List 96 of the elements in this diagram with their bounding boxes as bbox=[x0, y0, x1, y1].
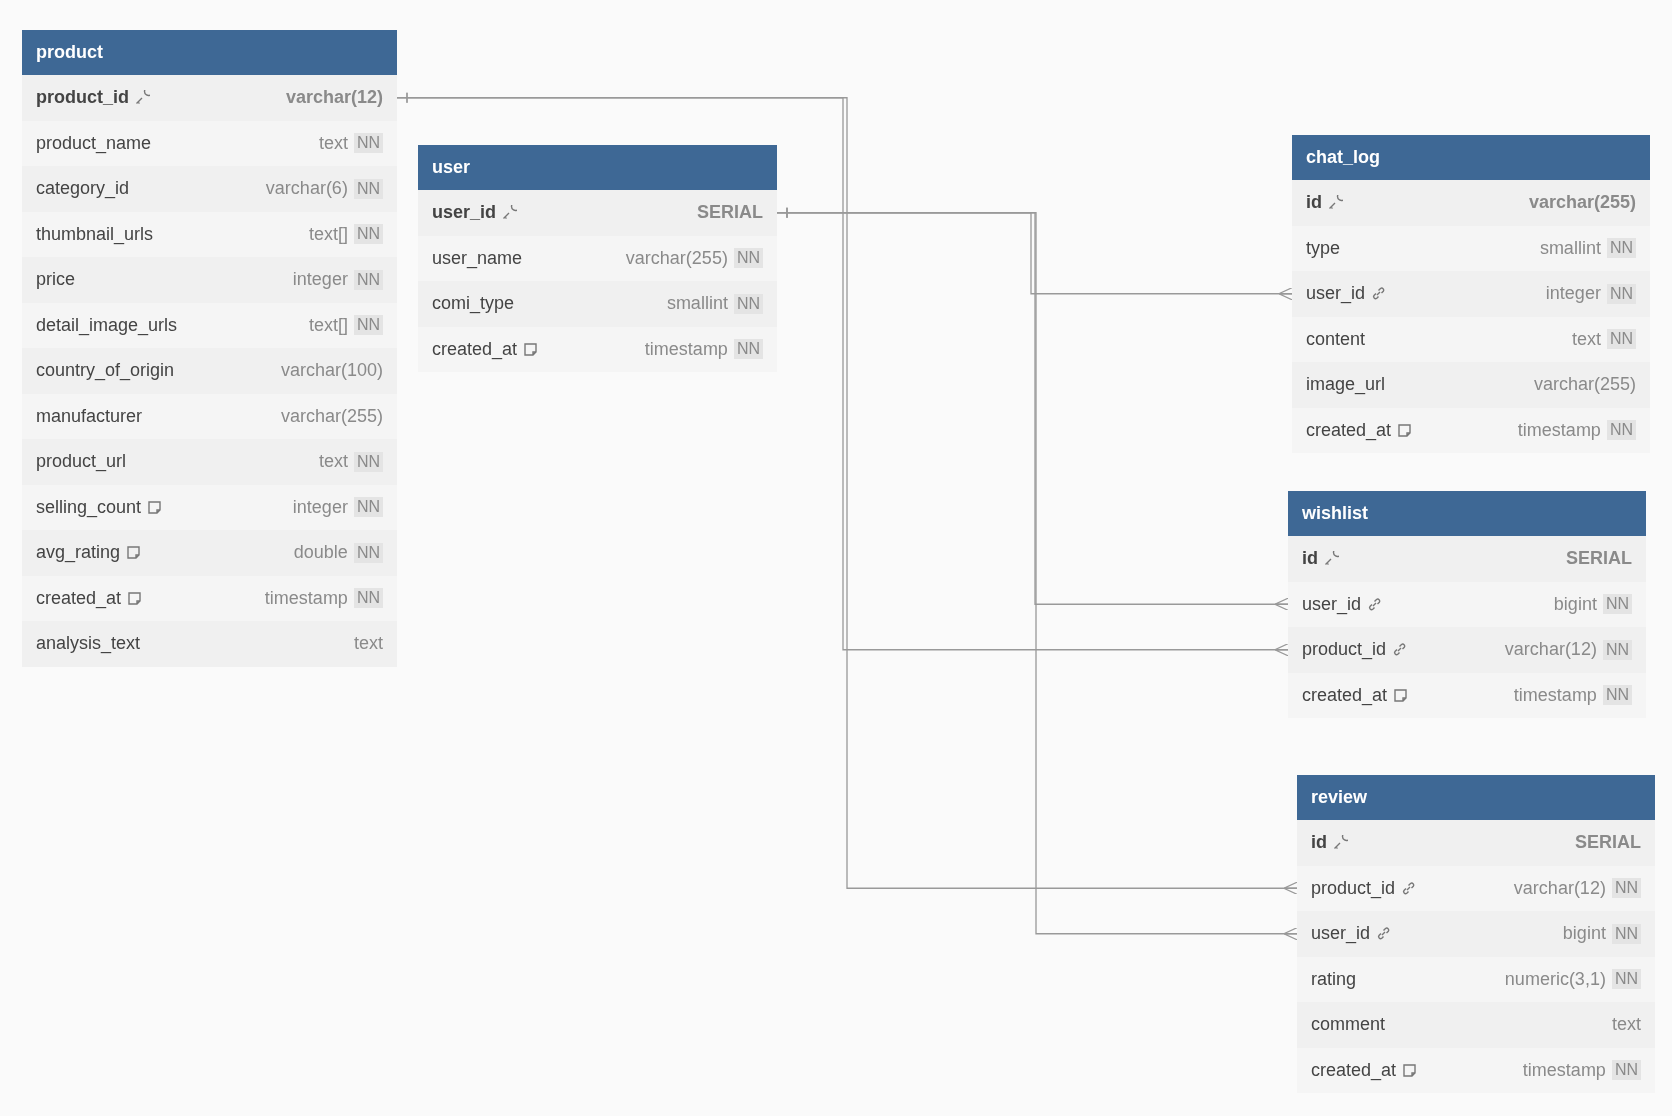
field-type: smallint bbox=[1539, 237, 1601, 259]
not-null-badge: NN bbox=[353, 451, 383, 472]
field-name: id bbox=[1302, 548, 1318, 570]
field-name: product_name bbox=[36, 132, 152, 154]
field-name: image_url bbox=[1306, 374, 1386, 396]
field-type: SERIAL bbox=[1566, 548, 1632, 570]
field-type: text[] bbox=[308, 314, 348, 336]
field-type: text bbox=[1612, 1014, 1641, 1036]
field-type: bigint bbox=[1553, 593, 1597, 615]
field-type: SERIAL bbox=[1575, 832, 1641, 854]
field-name: product_id bbox=[36, 87, 129, 109]
field-name: comment bbox=[1311, 1014, 1386, 1036]
field-type: smallint bbox=[666, 293, 728, 315]
not-null-badge: NN bbox=[1606, 329, 1636, 350]
not-null-badge: NN bbox=[353, 133, 383, 154]
field-name: user_id bbox=[1306, 283, 1366, 305]
table-header: review bbox=[1297, 775, 1655, 820]
not-null-badge: NN bbox=[353, 178, 383, 199]
table-header: product bbox=[22, 30, 397, 75]
field-name: type bbox=[1306, 237, 1341, 259]
table-header: wishlist bbox=[1288, 491, 1646, 536]
field-name: rating bbox=[1311, 968, 1357, 990]
not-null-badge: NN bbox=[1611, 923, 1641, 944]
field-type: SERIAL bbox=[697, 202, 763, 224]
field-type: varchar(12) bbox=[285, 87, 383, 109]
table-header: chat_log bbox=[1292, 135, 1650, 180]
field-type: varchar(6) bbox=[265, 178, 348, 200]
field-type: varchar(12) bbox=[1513, 877, 1606, 899]
not-null-badge: NN bbox=[1611, 1060, 1641, 1081]
field-name: detail_image_urls bbox=[36, 314, 178, 336]
not-null-badge: NN bbox=[733, 293, 763, 314]
field-name: created_at bbox=[432, 338, 518, 360]
field-name: user_id bbox=[1311, 923, 1371, 945]
field-name: product_url bbox=[36, 451, 127, 473]
field-type: varchar(255) bbox=[1528, 192, 1636, 214]
not-null-badge: NN bbox=[733, 339, 763, 360]
field-type: timestamp bbox=[1522, 1059, 1606, 1081]
field-name: user_id bbox=[432, 202, 497, 224]
field-type: numeric(3,1) bbox=[1504, 968, 1606, 990]
field-type: timestamp bbox=[1517, 419, 1601, 441]
field-type: text bbox=[318, 451, 348, 473]
not-null-badge: NN bbox=[733, 248, 763, 269]
field-name: manufacturer bbox=[36, 405, 143, 427]
field-name: id bbox=[1311, 832, 1327, 854]
relationship-line bbox=[776, 207, 1298, 941]
field-type: integer bbox=[292, 269, 348, 291]
field-type: varchar(255) bbox=[1533, 374, 1636, 396]
field-type: varchar(12) bbox=[1504, 639, 1597, 661]
field-name: user_name bbox=[432, 247, 523, 269]
field-type: varchar(100) bbox=[280, 360, 383, 382]
field-type: double bbox=[293, 542, 348, 564]
field-type: text bbox=[318, 132, 348, 154]
field-name: thumbnail_urls bbox=[36, 223, 154, 245]
field-name: created_at bbox=[1306, 419, 1392, 441]
not-null-badge: NN bbox=[353, 497, 383, 518]
field-name: user_id bbox=[1302, 593, 1362, 615]
field-type: varchar(255) bbox=[280, 405, 383, 427]
field-name: created_at bbox=[1311, 1059, 1397, 1081]
field-type: timestamp bbox=[644, 338, 728, 360]
not-null-badge: NN bbox=[1606, 238, 1636, 259]
field-name: avg_rating bbox=[36, 542, 121, 564]
field-type: integer bbox=[1545, 283, 1601, 305]
field-name: country_of_origin bbox=[36, 360, 175, 382]
not-null-badge: NN bbox=[1602, 639, 1632, 660]
field-name: product_id bbox=[1311, 877, 1396, 899]
field-name: analysis_text bbox=[36, 633, 141, 655]
not-null-badge: NN bbox=[353, 588, 383, 609]
not-null-badge: NN bbox=[1611, 969, 1641, 990]
table-header: user bbox=[418, 145, 777, 190]
field-name: selling_count bbox=[36, 496, 142, 518]
field-name: content bbox=[1306, 328, 1366, 350]
not-null-badge: NN bbox=[1606, 283, 1636, 304]
field-name: product_id bbox=[1302, 639, 1387, 661]
field-type: text bbox=[1571, 328, 1601, 350]
not-null-badge: NN bbox=[1602, 594, 1632, 615]
field-type: text[] bbox=[308, 223, 348, 245]
field-name: created_at bbox=[36, 587, 122, 609]
not-null-badge: NN bbox=[1602, 685, 1632, 706]
field-type: text bbox=[354, 633, 383, 655]
field-name: price bbox=[36, 269, 75, 291]
relationship-line bbox=[396, 92, 1298, 895]
not-null-badge: NN bbox=[353, 315, 383, 336]
field-type: varchar(255) bbox=[625, 247, 728, 269]
field-name: id bbox=[1306, 192, 1322, 214]
field-type: bigint bbox=[1562, 923, 1606, 945]
not-null-badge: NN bbox=[353, 269, 383, 290]
field-name: comi_type bbox=[432, 293, 515, 315]
not-null-badge: NN bbox=[353, 224, 383, 245]
not-null-badge: NN bbox=[1606, 420, 1636, 441]
field-type: timestamp bbox=[1513, 684, 1597, 706]
not-null-badge: NN bbox=[1611, 878, 1641, 899]
field-name: category_id bbox=[36, 178, 130, 200]
not-null-badge: NN bbox=[353, 542, 383, 563]
field-type: integer bbox=[292, 496, 348, 518]
field-name: created_at bbox=[1302, 684, 1388, 706]
field-type: timestamp bbox=[264, 587, 348, 609]
